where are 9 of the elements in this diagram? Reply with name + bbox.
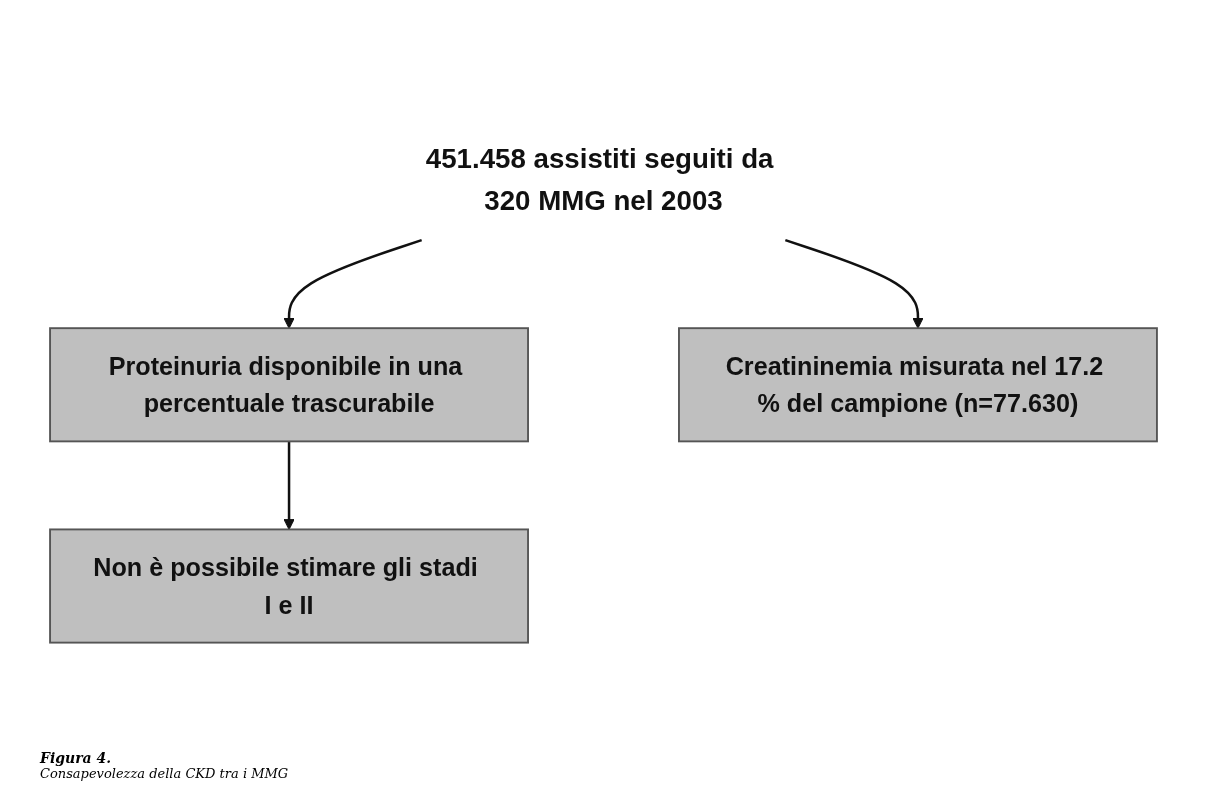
caption: Consapevolezza della CKD tra i MMG [40, 766, 289, 781]
arrow [283, 441, 295, 530]
figure-number: Figura 4. [40, 750, 112, 766]
arrow [283, 238, 423, 329]
node-box: Proteinuria disponibile in una percentuale trascurabile [49, 327, 529, 443]
node-text: 451.458 assistiti seguiti da 320 MMG nel 2003 [425, 143, 774, 217]
arrow [784, 238, 924, 329]
node-box: Creatininemia misurata nel 17.2 % del campione (n=77.630) [678, 327, 1158, 443]
node-box: Non è possibile stimare gli stadi I e II [49, 528, 529, 644]
